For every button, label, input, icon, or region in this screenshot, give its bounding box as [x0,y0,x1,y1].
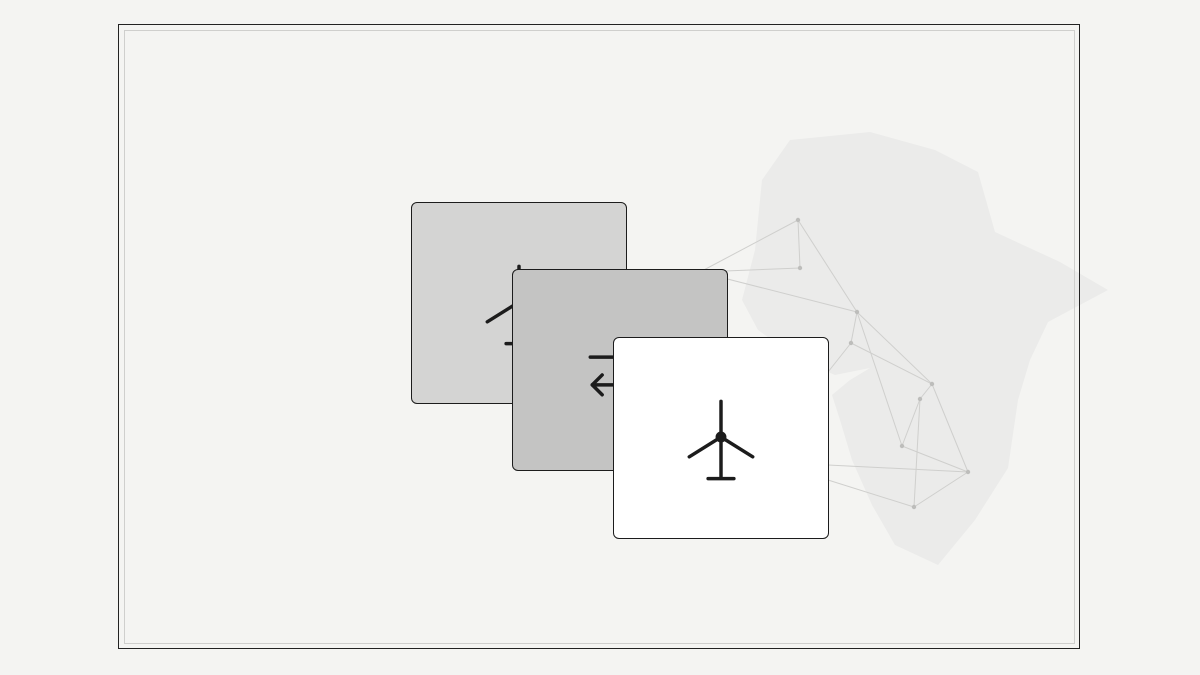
network-nodes [795,217,971,510]
country-silhouette [742,132,1108,565]
outer-frame [118,24,1080,649]
inner-frame [124,30,1075,644]
network-lines [699,219,969,508]
wind-turbine-icon [687,399,755,481]
wind-turbine-card-front [613,337,829,539]
